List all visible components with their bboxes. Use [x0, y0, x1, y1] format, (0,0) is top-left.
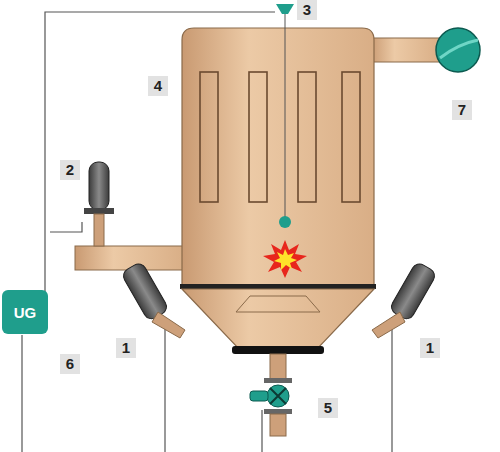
callout-number: 5: [318, 398, 338, 418]
filter-bag: [200, 72, 360, 202]
callout-number: 4: [148, 76, 168, 96]
control-unit-box: UG: [2, 290, 48, 334]
callout-number: 1: [420, 338, 440, 358]
exhaust-fan: [436, 28, 480, 72]
signal-wire: [22, 12, 392, 452]
hopper-insert: [236, 296, 320, 312]
pressure-sensor: [276, 4, 294, 14]
inlet-pipe: [75, 246, 185, 270]
explosion-symbol: [263, 240, 307, 278]
callout-number: 2: [60, 160, 80, 180]
filter-housing: [182, 28, 374, 286]
outlet-pipe: [370, 38, 440, 62]
suppression-canister: [121, 261, 438, 338]
detector-head: [279, 216, 291, 228]
outlet-flange: [232, 346, 324, 354]
isolation-device: [89, 162, 109, 210]
hopper-cone: [182, 289, 374, 348]
callout-number: 3: [297, 0, 317, 20]
unit-label: UG: [14, 304, 37, 321]
rotary-valve: [250, 354, 292, 436]
callout-number: 7: [452, 100, 472, 120]
sensor-line: [285, 14, 286, 218]
callout-number: 1: [116, 338, 136, 358]
housing-flange: [180, 284, 376, 289]
callout-number: 6: [60, 354, 80, 374]
